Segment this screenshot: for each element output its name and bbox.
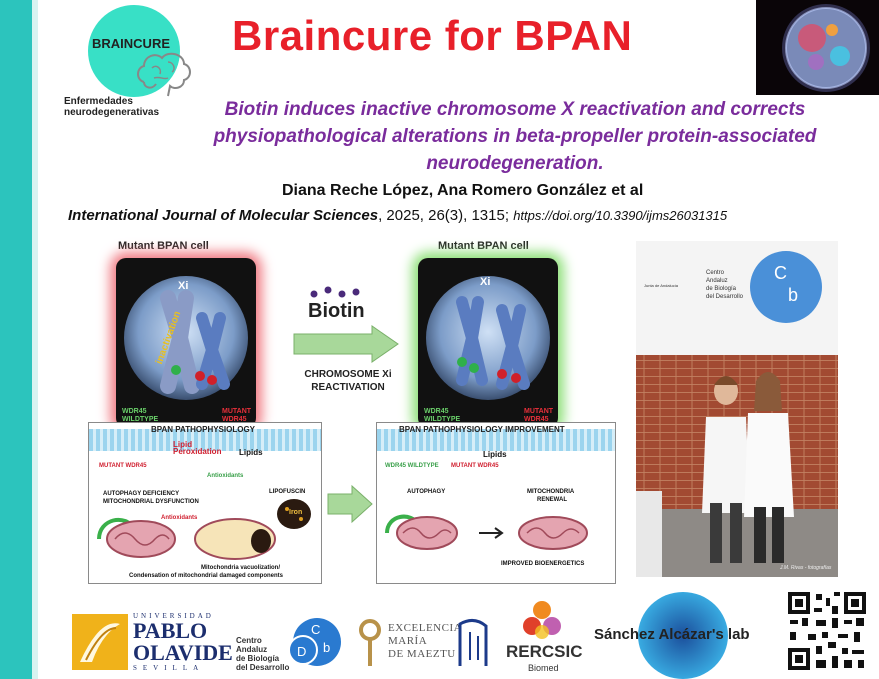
improvement-panel: BPAN PATHOPHYSIOLOGY IMPROVEMENT Lipids … (376, 422, 616, 584)
authors: Diana Reche López, Ana Romero González e… (282, 182, 644, 199)
journal-name: International Journal of Molecular Scien… (68, 207, 379, 224)
right-cell-label: Mutant BPAN cell (438, 240, 529, 252)
biotin-dots (310, 286, 360, 298)
antioxidants-label-top: Antioxidants (207, 473, 244, 479)
cabd-logo-icon: C b D (288, 618, 341, 666)
membrane-graphic-right (377, 429, 615, 451)
article-title: Biotin induces inactive chromosome X rea… (213, 99, 817, 174)
braincure-logo-circle (88, 5, 180, 97)
side-accent-bar (0, 0, 32, 679)
cabd-logo-text: Centro Andaluz de Biología del Desarroll… (236, 636, 290, 672)
qr-code[interactable] (786, 590, 868, 672)
lab-logo-circle (638, 592, 728, 679)
lipid-peroxidation-label: Lipid Peroxidation (173, 440, 222, 456)
svg-text:C: C (311, 622, 320, 637)
svg-text:b: b (788, 285, 798, 305)
upo-emblem (72, 614, 128, 670)
braincure-logo-subtitle: Enfermedades neurodegenerativas (64, 96, 160, 118)
vacuolization-line2: Condensation of mitochondrial damaged co… (129, 573, 284, 579)
maria-de-maeztu-text: EXCELENCIA MARÍA DE MAEZTU (388, 622, 463, 660)
mito-renewal-line2: RENEWAL (537, 497, 567, 503)
iron-label: Iron (289, 509, 303, 516)
xi-label-left: Xi (178, 280, 189, 292)
graphical-abstract: Mutant BPAN cell Mutant BPAN cell Xi ina… (86, 238, 626, 588)
junta-sign-text: Junta de Andalucía (644, 283, 679, 288)
pathophysiology-title: BPAN PATHOPHYSIOLOGY (151, 425, 256, 434)
page-title: Braincure for BPAN (232, 12, 633, 59)
braincure-logo-text: BRAINCURE (92, 36, 170, 51)
maria-de-maeztu-icon (359, 619, 381, 666)
svg-text:b: b (323, 640, 330, 655)
mitochondrial-dysfunction-label: MITOCHONDRIAL DYSFUNCTION (103, 499, 199, 505)
mutant-wdr45-panel-right: MUTANT WDR45 (451, 463, 499, 469)
mitochondria-graphic (97, 518, 276, 560)
cabd-sign-text: Centro Andaluz de Biología del Desarroll… (706, 270, 744, 300)
doi-link[interactable]: https://doi.org/10.3390/ijms26031315 (513, 208, 728, 223)
vacuolization-line1: Mitochondria vacuolization/ (201, 565, 281, 571)
autophagy-label: AUTOPHAGY (407, 489, 446, 495)
improvement-arrow (327, 484, 373, 524)
aei-agency-icon (458, 619, 488, 666)
healthy-mitochondria-graphic (385, 514, 588, 550)
lipids-label: Lipids (239, 448, 263, 457)
chromosome-reactivation-label: CHROMOSOME Xi REACTIVATION (304, 369, 392, 393)
team-photo: C b Centro Andaluz de Biología del Desar… (636, 241, 838, 577)
lipofuscin-label: LIPOFUSCIN (269, 489, 306, 495)
svg-text:D: D (297, 644, 306, 659)
biotin-label: Biotin (308, 300, 365, 322)
xi-label-right: Xi (480, 276, 491, 288)
rercsic-biomed: Biomed (528, 663, 559, 673)
antioxidants-label-bottom: Antioxidants (161, 515, 198, 521)
svg-text:C: C (774, 263, 787, 283)
lab-name: Sánchez Alcázar's lab (594, 626, 750, 643)
cell-illustration (756, 0, 879, 95)
improved-bioenergetics-label: IMPROVED BIOENERGETICS (501, 561, 585, 567)
mito-renewal-line1: MITOCHONDRIA (527, 489, 575, 495)
lipofuscin-granule (277, 499, 311, 529)
rercsic-icon (523, 601, 561, 639)
rercsic-text: RERCSIC (506, 642, 583, 661)
brain-icon (137, 52, 191, 97)
membrane-graphic (89, 429, 321, 451)
side-accent-stripe (32, 0, 38, 679)
autophagy-deficiency-label: AUTOPHAGY DEFICIENCY (103, 491, 180, 497)
wdr45-wildtype-panel: WDR45 WILDTYPE (385, 463, 439, 469)
photo-credit: J.M. Rivas - fotografías (780, 565, 832, 571)
improvement-title: BPAN PATHOPHYSIOLOGY IMPROVEMENT (399, 425, 565, 434)
pathophysiology-panel: BPAN PATHOPHYSIOLOGY Lipid Peroxidation … (88, 422, 322, 584)
mutant-wdr45-panel: MUTANT WDR45 (99, 463, 147, 469)
upo-logo-text: UNIVERSIDAD PABLO OLAVIDE SEVILLA (133, 612, 233, 672)
citation: International Journal of Molecular Scien… (68, 207, 879, 224)
lipids-label-right: Lipids (483, 450, 507, 459)
left-cell-label: Mutant BPAN cell (118, 240, 209, 252)
biotin-arrow (293, 325, 399, 363)
citation-details: , 2025, 26(3), 1315; (378, 207, 514, 224)
